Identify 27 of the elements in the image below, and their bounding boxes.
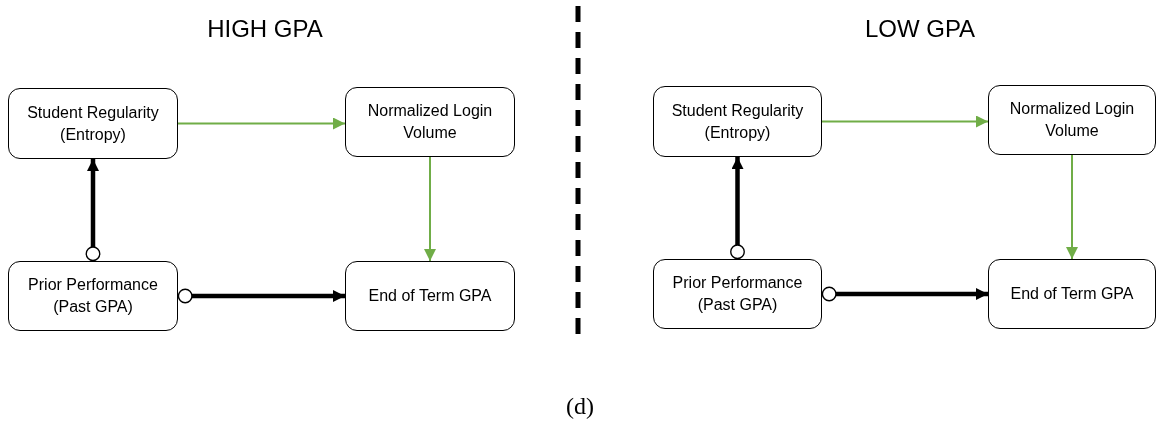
box-label: Normalized Login Volume bbox=[1008, 99, 1136, 141]
arrow bbox=[177, 288, 345, 304]
box-label: End of Term GPA bbox=[368, 286, 492, 307]
arrow bbox=[730, 157, 745, 260]
arrow bbox=[1066, 154, 1078, 260]
process-box bbox=[345, 261, 515, 331]
caption: (d) bbox=[565, 392, 595, 421]
box-label: Prior Performance (Past GPA) bbox=[27, 275, 159, 317]
process-box bbox=[988, 85, 1156, 155]
box-label: Student Regularity (Entropy) bbox=[670, 100, 805, 143]
arrow bbox=[177, 117, 346, 130]
box-label: Student Regularity (Entropy) bbox=[26, 102, 160, 145]
arrow bbox=[821, 115, 989, 128]
panel-title: HIGH GPA bbox=[206, 14, 324, 44]
panel-title: LOW GPA bbox=[863, 14, 977, 44]
process-box bbox=[653, 86, 822, 157]
process-box bbox=[345, 87, 515, 157]
arrow bbox=[424, 156, 436, 262]
box-label: End of Term GPA bbox=[1010, 284, 1134, 305]
process-box bbox=[653, 259, 822, 329]
process-box bbox=[8, 261, 178, 331]
arrow bbox=[821, 286, 988, 302]
process-box bbox=[988, 259, 1156, 329]
process-box bbox=[8, 88, 178, 159]
box-label: Normalized Login Volume bbox=[366, 101, 494, 143]
box-label: Prior Performance (Past GPA) bbox=[671, 273, 804, 315]
arrow bbox=[85, 159, 101, 262]
